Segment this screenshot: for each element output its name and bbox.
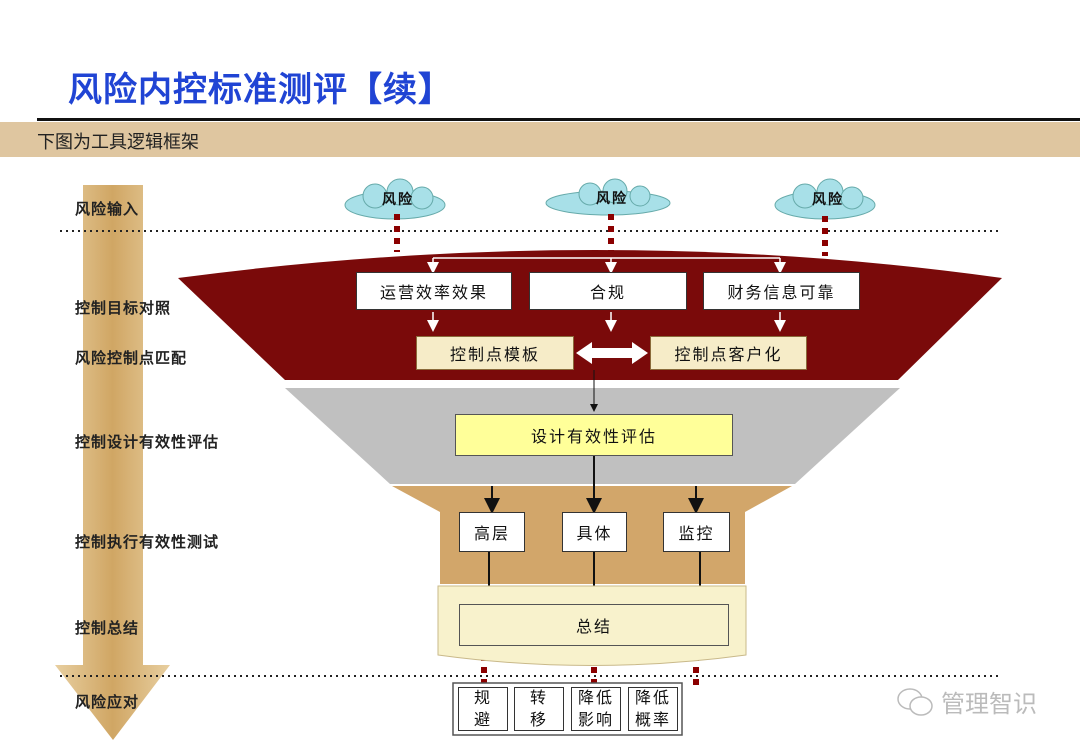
title-divider (37, 118, 1080, 121)
objective-box: 运营效率效果 (356, 272, 512, 310)
response-box: 降低影响 (571, 687, 621, 731)
response-line: 规 (473, 688, 492, 707)
design-effectiveness-box: 设计有效性评估 (455, 414, 733, 456)
double-arrow-icon (576, 342, 648, 364)
response-box: 降低概率 (628, 687, 678, 731)
response-line: 避 (473, 710, 492, 729)
response-line: 降低 (577, 688, 614, 707)
watermark-text: 管理智识 (941, 690, 1037, 718)
response-line: 降低 (634, 688, 671, 707)
execution-box: 具体 (562, 512, 627, 552)
cloud-label: 风险 (812, 192, 844, 208)
objective-box: 合规 (529, 272, 687, 310)
cloud-label: 风险 (596, 191, 628, 207)
stage-label: 风险输入 (75, 200, 140, 218)
response-box: 转移 (514, 687, 564, 731)
objective-box: 财务信息可靠 (703, 272, 860, 310)
watermark: 管理智识 (895, 684, 1037, 719)
response-line: 转 (529, 688, 548, 707)
summary-box: 总结 (459, 604, 729, 646)
subtitle-band (0, 122, 1080, 157)
process-arrow (55, 185, 170, 740)
response-line: 概率 (634, 710, 671, 729)
cloud-label: 风险 (382, 192, 414, 208)
customization-box: 控制点客户化 (650, 336, 807, 370)
template-box: 控制点模板 (416, 336, 574, 370)
stage-label: 控制目标对照 (75, 299, 172, 317)
response-line: 移 (529, 710, 548, 729)
stage-label: 控制设计有效性评估 (75, 433, 220, 451)
stage-label: 控制执行有效性测试 (75, 533, 220, 551)
stage-label: 控制总结 (75, 619, 140, 637)
stage-label: 风险应对 (75, 693, 140, 711)
page-title: 风险内控标准测评【续】 (68, 70, 453, 110)
execution-box: 高层 (459, 512, 525, 552)
cloud-icon (344, 178, 876, 220)
response-box: 规避 (458, 687, 508, 731)
subtitle: 下图为工具逻辑框架 (37, 132, 199, 153)
wechat-icon (897, 687, 933, 716)
execution-box: 监控 (663, 512, 730, 552)
response-line: 影响 (577, 710, 614, 729)
stage-label: 风险控制点匹配 (75, 349, 188, 367)
